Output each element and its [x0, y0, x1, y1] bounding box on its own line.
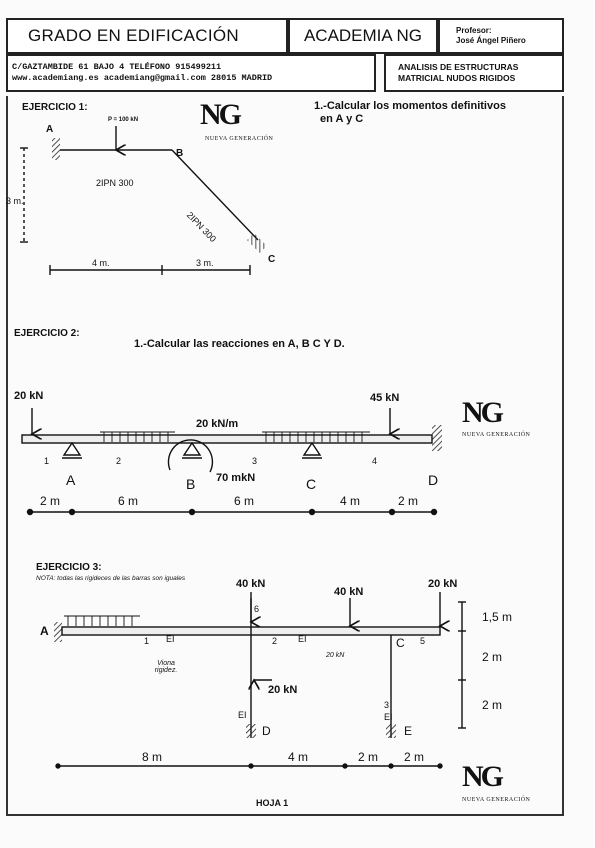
logo-caption: NUEVA GENERACIÓN — [205, 136, 274, 142]
logo-mark: NG — [200, 98, 242, 131]
span-5: 2 m — [398, 494, 419, 508]
exercise-2-task: 1.-Calcular las reacciones en A, B C Y D… — [134, 338, 345, 350]
dim-span-1: 4 m. — [92, 258, 110, 268]
ei-label-1: EI — [166, 634, 175, 644]
span-2m-a: 2 m — [358, 750, 379, 764]
load-20kn-horizontal-label: 20 kN — [268, 684, 298, 696]
exercise-3-drawing — [54, 592, 466, 769]
node-1: 1 — [44, 456, 50, 466]
header: GRADO EN EDIFICACIÓN ACADEMIA NG Profeso… — [6, 18, 564, 96]
load-right-label: 45 kN — [370, 392, 400, 404]
height-2: 2 m — [482, 650, 503, 664]
support-c — [302, 441, 322, 456]
distributed-load-1 — [100, 431, 175, 442]
moment-label: 70 mkN — [216, 472, 256, 484]
fixed-support-a — [52, 138, 60, 160]
bar-3-label: 3 — [384, 700, 390, 710]
topic-box: ANALISIS DE ESTRUCTURAS MATRICIAL NUDOS … — [384, 54, 564, 92]
bar-1-profile: 2IPN 300 — [96, 178, 134, 188]
exercise-3-title: EJERCICIO 3: — [36, 562, 102, 573]
bar-5-label: 5 — [420, 636, 426, 646]
page-footer: HOJA 1 — [256, 798, 289, 808]
course-title: GRADO EN EDIFICACIÓN — [6, 18, 288, 54]
dim-height: 3 m. — [6, 196, 24, 206]
content-frame — [6, 96, 564, 816]
span-8m: 8 m — [142, 750, 163, 764]
load-40kn-1-label: 40 kN — [236, 578, 266, 590]
logo-caption: NUEVA GENERACIÓN — [462, 432, 531, 438]
logo-mark: NG — [462, 396, 504, 429]
handwritten-load: 20 kN — [326, 652, 345, 659]
ei-label-4: EI — [384, 712, 393, 722]
height-1: 1,5 m — [482, 610, 513, 624]
node-c3-label: C — [396, 636, 405, 650]
academy-name: ACADEMIA NG — [288, 18, 438, 54]
exercise-2-title: EJERCICIO 2: — [14, 328, 80, 339]
distributed-load-2 — [262, 431, 370, 442]
node-d3-label: D — [262, 724, 271, 738]
node-b-label: B — [176, 148, 184, 159]
load-left-label: 20 kN — [14, 390, 44, 402]
support-b-label: B — [186, 476, 196, 492]
load-20kn-label: 20 kN — [428, 578, 458, 590]
logo-caption: NUEVA GENERACIÓN — [462, 797, 531, 803]
span-1: 2 m — [40, 494, 61, 508]
load-40kn-2-label: 40 kN — [334, 586, 364, 598]
node-4: 4 — [372, 456, 378, 466]
address-line-1: C/GAZTAMBIDE 61 BAJO 4 TELÉFONO 91549921… — [12, 62, 222, 72]
span-2: 6 m — [118, 494, 139, 508]
node-a3-label: A — [40, 624, 49, 638]
fixed-support-c — [247, 233, 267, 253]
dim-span-2: 3 m. — [196, 258, 214, 268]
bar-2-label: 2 — [272, 636, 278, 646]
professor-label: Profesor: — [456, 26, 492, 35]
professor-box: Profesor: José Ángel Piñero — [438, 18, 564, 54]
node-2: 2 — [116, 456, 122, 466]
support-b — [182, 441, 202, 456]
fixed-support-a3 — [54, 622, 62, 642]
moment-arc — [167, 439, 214, 473]
support-a — [62, 441, 82, 456]
height-3: 2 m — [482, 698, 503, 712]
support-c-label: C — [306, 476, 317, 492]
support-d-label: D — [428, 472, 439, 488]
span-4m: 4 m — [288, 750, 309, 764]
bar-6-label: 6 — [254, 604, 260, 614]
node-c-label: C — [268, 254, 276, 265]
professor-name: José Ángel Piñero — [456, 36, 526, 45]
load-p-label: P = 100 kN — [108, 117, 139, 123]
fixed-support-d3 — [246, 724, 256, 738]
ei-label-2: EI — [298, 634, 307, 644]
exercise-2-drawing — [21, 408, 442, 516]
span-2m-b: 2 m — [404, 750, 425, 764]
support-a-label: A — [66, 472, 76, 488]
beam-bc — [171, 149, 259, 241]
exercise-3-note: NOTA: todas las rigideces de las barras … — [36, 575, 186, 582]
node-e3-label: E — [404, 724, 413, 738]
exercise-1-drawing — [20, 126, 267, 275]
node-3: 3 — [252, 456, 258, 466]
continuous-beam — [21, 434, 433, 444]
handwritten-note: Viona rigidez. — [154, 660, 178, 674]
span-4: 4 m — [340, 494, 361, 508]
topic-line-2: MATRICIAL NUDOS RIGIDOS — [398, 73, 516, 83]
ei-label-3: EI — [238, 710, 247, 720]
distributed-load-label: 20 kN/m — [196, 418, 239, 430]
exercise-1-task-2: en A y C — [320, 113, 364, 125]
distributed-load-3 — [64, 615, 140, 626]
fixed-support-e3 — [386, 724, 396, 738]
node-a-label: A — [46, 124, 54, 135]
address-box: C/GAZTAMBIDE 61 BAJO 4 TELÉFONO 91549921… — [6, 54, 376, 92]
topic-line-1: ANALISIS DE ESTRUCTURAS — [398, 62, 519, 72]
exercise-1-title: EJERCICIO 1: — [22, 102, 88, 113]
fixed-support-d — [432, 425, 442, 451]
logo-mark: NG — [462, 760, 504, 793]
address-line-2: www.academiang.es academiang@gmail.com 2… — [12, 73, 273, 83]
bar-1-label: 1 — [144, 636, 150, 646]
span-3: 6 m — [234, 494, 255, 508]
exercise-1-task: 1.-Calcular los momentos definitivos — [314, 100, 506, 112]
